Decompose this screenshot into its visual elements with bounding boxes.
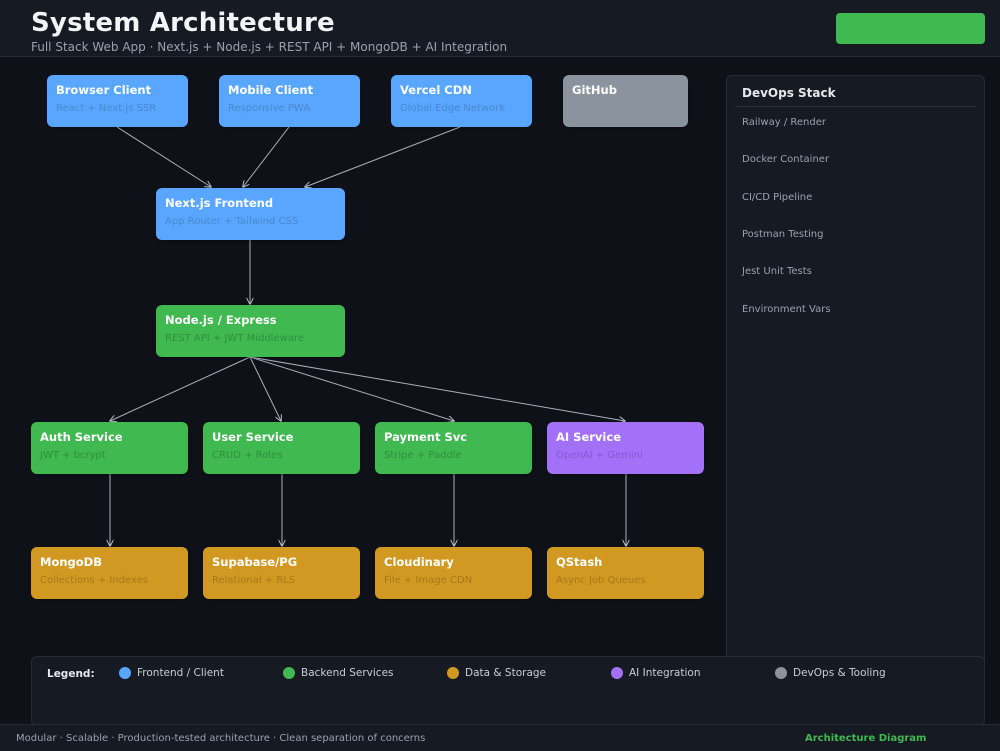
devops-item: CI/CD Pipeline bbox=[742, 192, 813, 203]
node-title: Node.js / Express bbox=[165, 313, 277, 327]
legend-item-label: AI Integration bbox=[629, 667, 701, 679]
footer-tagline: Modular · Scalable · Production-tested a… bbox=[16, 733, 426, 744]
node-subtitle: Stripe + Paddle bbox=[384, 450, 462, 461]
legend-item-label: Data & Storage bbox=[465, 667, 547, 679]
legend-item-label: Backend Services bbox=[301, 667, 394, 679]
node-subtitle: React + Next.js SSR bbox=[56, 103, 157, 114]
legend-item-label: DevOps & Tooling bbox=[793, 667, 886, 679]
legend-item-backend: Backend Services bbox=[283, 667, 394, 679]
node-github[interactable]: GitHub bbox=[563, 75, 688, 127]
legend-dot bbox=[283, 667, 295, 679]
legend-item-frontend: Frontend / Client bbox=[119, 667, 224, 679]
node-title: Supabase/PG bbox=[212, 555, 298, 569]
devops-item: Railway / Render bbox=[742, 117, 826, 128]
node-title: Auth Service bbox=[40, 430, 123, 444]
node-title: MongoDB bbox=[40, 555, 102, 569]
devops-title: DevOps Stack bbox=[742, 86, 836, 100]
node-vercel-cdn[interactable]: Vercel CDN Global Edge Network bbox=[391, 75, 532, 127]
node-subtitle: Global Edge Network bbox=[400, 103, 506, 114]
edge-express-to-payment bbox=[249, 356, 454, 421]
node-subtitle: REST API + JWT Middleware bbox=[165, 333, 304, 344]
node-mongodb[interactable]: MongoDB Collections + Indexes bbox=[31, 547, 188, 599]
legend-dot bbox=[119, 667, 131, 679]
devops-item: Environment Vars bbox=[742, 304, 831, 315]
node-payment-svc[interactable]: Payment Svc Stripe + Paddle bbox=[375, 422, 532, 474]
edge-express-to-user bbox=[249, 356, 281, 421]
edge-mobile-to-frontend bbox=[243, 126, 290, 187]
edge-cdn-to-frontend bbox=[305, 126, 461, 187]
node-cloudinary[interactable]: Cloudinary File + Image CDN bbox=[375, 547, 532, 599]
header: System Architecture Full Stack Web App ·… bbox=[0, 0, 1000, 57]
node-nextjs-frontend[interactable]: Next.js Frontend App Router + Tailwind C… bbox=[156, 188, 345, 240]
node-browser-client[interactable]: Browser Client React + Next.js SSR bbox=[47, 75, 188, 127]
node-subtitle: CRUD + Roles bbox=[212, 450, 283, 461]
legend-label: Legend: bbox=[47, 668, 95, 680]
edge-express-to-ai bbox=[249, 356, 625, 421]
node-subtitle: Responsive PWA bbox=[228, 103, 311, 114]
legend-dot bbox=[775, 667, 787, 679]
node-qstash[interactable]: QStash Async Job Queues bbox=[547, 547, 704, 599]
divider bbox=[735, 106, 976, 107]
legend-item-label: Frontend / Client bbox=[137, 667, 224, 679]
node-title: Cloudinary bbox=[384, 555, 454, 569]
footer: Modular · Scalable · Production-tested a… bbox=[0, 724, 1000, 751]
legend-item-ai: AI Integration bbox=[611, 667, 700, 679]
node-subtitle: JWT + bcrypt bbox=[40, 450, 106, 461]
devops-item: Postman Testing bbox=[742, 229, 824, 240]
node-title: Next.js Frontend bbox=[165, 196, 274, 210]
node-subtitle: Relational + RLS bbox=[212, 575, 296, 586]
legend-dot bbox=[611, 667, 623, 679]
edge-browser-to-frontend bbox=[116, 126, 211, 187]
legend-dot bbox=[447, 667, 459, 679]
page-title: System Architecture bbox=[31, 8, 335, 38]
page-subtitle: Full Stack Web App · Next.js + Node.js +… bbox=[31, 40, 508, 54]
node-title: User Service bbox=[212, 430, 294, 444]
node-title: Browser Client bbox=[56, 83, 152, 97]
edge-express-to-auth bbox=[110, 356, 251, 421]
footer-label: Architecture Diagram bbox=[805, 733, 927, 744]
node-subtitle: Async Job Queues bbox=[556, 575, 646, 586]
node-title: AI Service bbox=[556, 430, 621, 444]
node-title: Mobile Client bbox=[228, 83, 314, 97]
node-subtitle: Collections + Indexes bbox=[40, 575, 148, 586]
node-mobile-client[interactable]: Mobile Client Responsive PWA bbox=[219, 75, 360, 127]
node-supabase-pg[interactable]: Supabase/PG Relational + RLS bbox=[203, 547, 360, 599]
node-ai-service[interactable]: AI Service OpenAI + Gemini bbox=[547, 422, 704, 474]
node-subtitle: File + Image CDN bbox=[384, 575, 473, 586]
node-title: QStash bbox=[556, 555, 603, 569]
node-user-service[interactable]: User Service CRUD + Roles bbox=[203, 422, 360, 474]
header-action-button[interactable] bbox=[836, 13, 985, 44]
devops-panel: DevOps Stack Railway / Render Docker Con… bbox=[726, 75, 985, 665]
devops-item: Docker Container bbox=[742, 154, 830, 165]
devops-item: Jest Unit Tests bbox=[742, 266, 812, 277]
legend-item-devops: DevOps & Tooling bbox=[775, 667, 886, 679]
node-title: GitHub bbox=[572, 83, 617, 97]
node-title: Vercel CDN bbox=[400, 83, 472, 97]
node-subtitle: App Router + Tailwind CSS bbox=[165, 216, 299, 227]
legend-item-data: Data & Storage bbox=[447, 667, 546, 679]
node-subtitle: OpenAI + Gemini bbox=[556, 450, 643, 461]
node-auth-service[interactable]: Auth Service JWT + bcrypt bbox=[31, 422, 188, 474]
node-node-express[interactable]: Node.js / Express REST API + JWT Middlew… bbox=[156, 305, 345, 357]
node-title: Payment Svc bbox=[384, 430, 468, 444]
legend: Legend: Frontend / Client Backend Servic… bbox=[31, 656, 985, 726]
